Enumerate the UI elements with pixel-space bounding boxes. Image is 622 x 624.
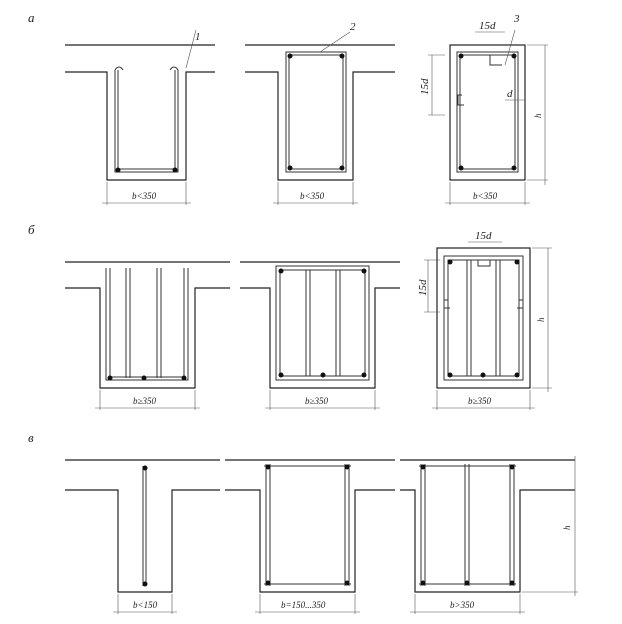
section-a3: b<350 15d 15d d h 3	[419, 13, 548, 205]
dim-label: b≥350	[468, 396, 491, 406]
section-v2: b=150...350	[225, 459, 395, 614]
dim-label: b≥350	[305, 396, 328, 406]
section-b2: b≥350	[240, 261, 400, 410]
row-label-b: б	[28, 222, 35, 237]
section-a2: b<350 2	[245, 21, 395, 205]
section-a1: b<350 1	[65, 29, 215, 205]
callout-3: 3	[513, 13, 520, 25]
row-label-a: а	[28, 10, 35, 25]
section-v1: b<150	[65, 459, 220, 614]
section-v3: b>350 h	[400, 456, 578, 614]
height-label: h	[536, 317, 546, 322]
dim-label: b<150	[133, 600, 158, 610]
dim-label: b>350	[450, 600, 475, 610]
dim-label: b=150...350	[281, 600, 326, 610]
callout-1: 1	[195, 31, 201, 43]
diameter-label: d	[507, 88, 513, 100]
dim-label: b<350	[132, 191, 157, 201]
dim-label: b≥350	[133, 396, 156, 406]
row-label-v: в	[28, 430, 34, 445]
height-label: h	[562, 525, 572, 530]
callout-2: 2	[350, 21, 356, 33]
dim-label: b<350	[300, 191, 325, 201]
dim-label: b<350	[473, 191, 498, 201]
hook-length-label: 15d	[419, 78, 431, 95]
hook-length-label: 15d	[479, 20, 496, 32]
hook-length-label: 15d	[417, 279, 429, 296]
height-label: h	[533, 113, 543, 118]
hook-length-label: 15d	[475, 230, 492, 242]
section-b1: b≥350	[65, 261, 230, 410]
section-b3: b≥350 15d 15d h	[417, 230, 552, 410]
